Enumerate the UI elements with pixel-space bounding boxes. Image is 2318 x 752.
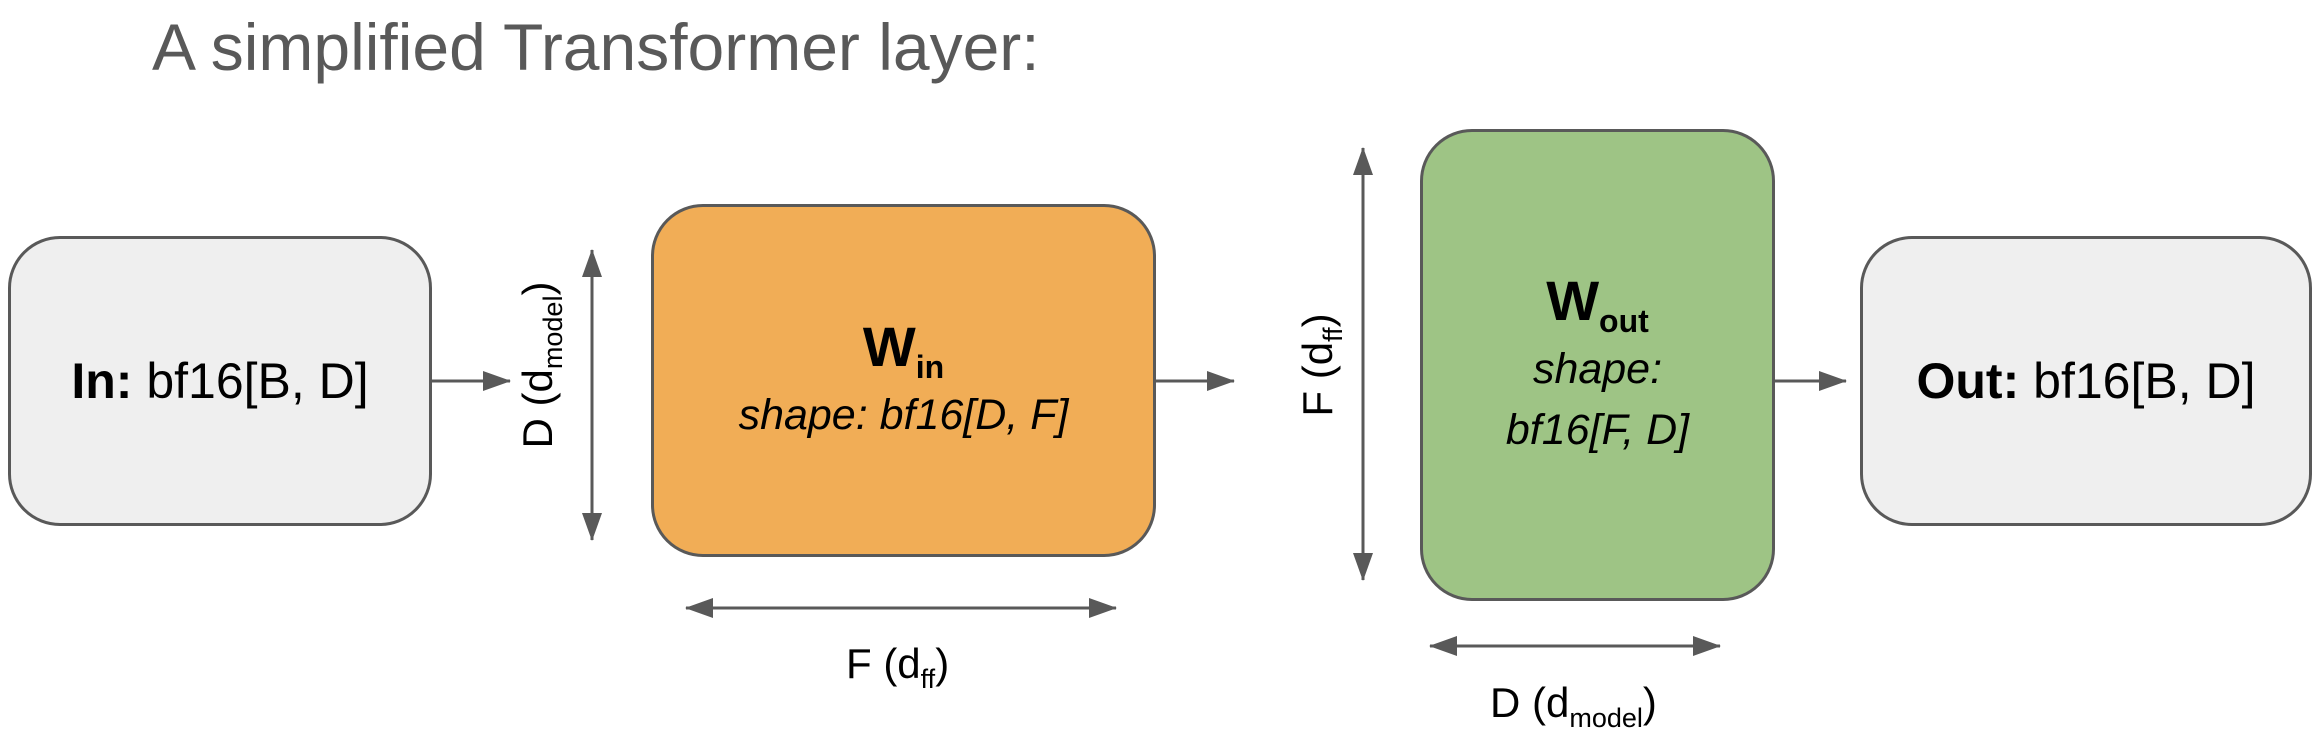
output-box-text: Out: bf16[B, D] (1917, 352, 2256, 410)
output-box: Out: bf16[B, D] (1860, 236, 2312, 526)
input-label: In: (71, 353, 133, 409)
w-out-box: Wout shape: bf16[F, D] (1420, 129, 1775, 601)
dim-label-w-in-rows: D (dmodel) (514, 281, 568, 449)
w-in-name: Win (862, 314, 945, 385)
output-value: bf16[B, D] (2033, 353, 2256, 409)
diagram-title: A simplified Transformer layer: (152, 10, 1040, 84)
w-in-box: Win shape: bf16[D, F] (651, 204, 1156, 557)
w-in-shape: shape: bf16[D, F] (738, 391, 1069, 439)
input-box: In: bf16[B, D] (8, 236, 432, 526)
w-in-subscript: in (915, 348, 945, 385)
dim-label-w-out-cols: D (dmodel) (1490, 679, 1657, 733)
w-out-shape-line1: shape: (1532, 345, 1663, 394)
dim-label-w-in-cols: F (dff) (846, 640, 950, 694)
w-out-name: Wout (1546, 269, 1649, 340)
dim-label-w-out-rows: F (dff) (1294, 313, 1348, 417)
w-out-shape-line2: bf16[F, D] (1505, 405, 1690, 454)
output-label: Out: (1916, 353, 2020, 409)
w-out-subscript: out (1599, 303, 1649, 340)
input-value: bf16[B, D] (146, 353, 369, 409)
input-box-text: In: bf16[B, D] (71, 352, 368, 410)
